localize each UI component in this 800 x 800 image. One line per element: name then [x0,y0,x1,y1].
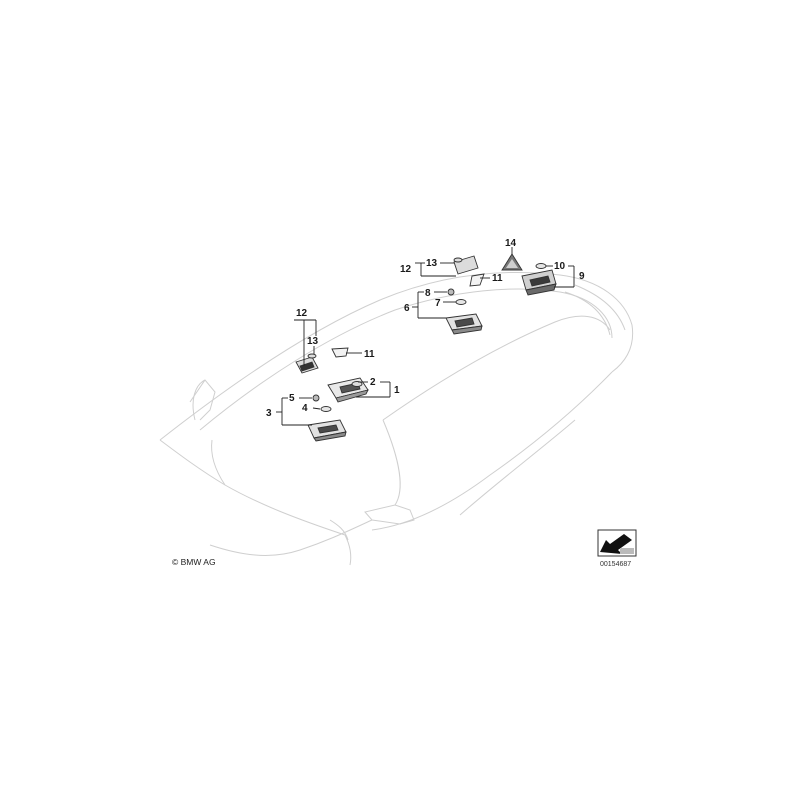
front-interior-light-assembly [327,377,369,403]
hazard-triangle-switch [501,253,523,271]
callout-12-right: 12 [400,264,412,275]
callout-labels: 1 2 3 4 5 6 7 8 9 10 11 11 12 12 13 13 1… [266,238,585,419]
document-number: 00154687 [600,561,631,568]
callout-5: 5 [289,393,295,404]
callout-8: 8 [425,288,431,299]
leader-lines [276,247,575,426]
copyright-text: © BMW AG [172,557,216,567]
callout-9: 9 [579,271,585,282]
reading-light-assembly-left [307,394,347,442]
callout-10: 10 [554,261,566,272]
callout-1: 1 [394,385,400,396]
small-light-module-left [295,353,319,374]
callout-12-left: 12 [296,308,308,319]
callout-13-right: 13 [426,258,438,269]
callout-3: 3 [266,408,272,419]
small-light-module-right [453,255,479,275]
callout-14: 14 [505,238,517,249]
callout-11-left: 11 [364,349,375,360]
lens-cover-right [469,273,485,287]
reading-light-assembly-rear [445,288,483,335]
orientation-arrow-icon [597,529,637,557]
callout-13-left: 13 [307,336,319,347]
callout-4: 4 [302,403,308,414]
car-body-outline [159,271,634,566]
callout-11-right: 11 [492,273,503,284]
lens-cover-left [331,347,349,358]
callout-2: 2 [370,377,376,388]
callout-7: 7 [435,298,441,309]
callout-6: 6 [404,303,410,314]
rear-light-unit [521,263,557,296]
